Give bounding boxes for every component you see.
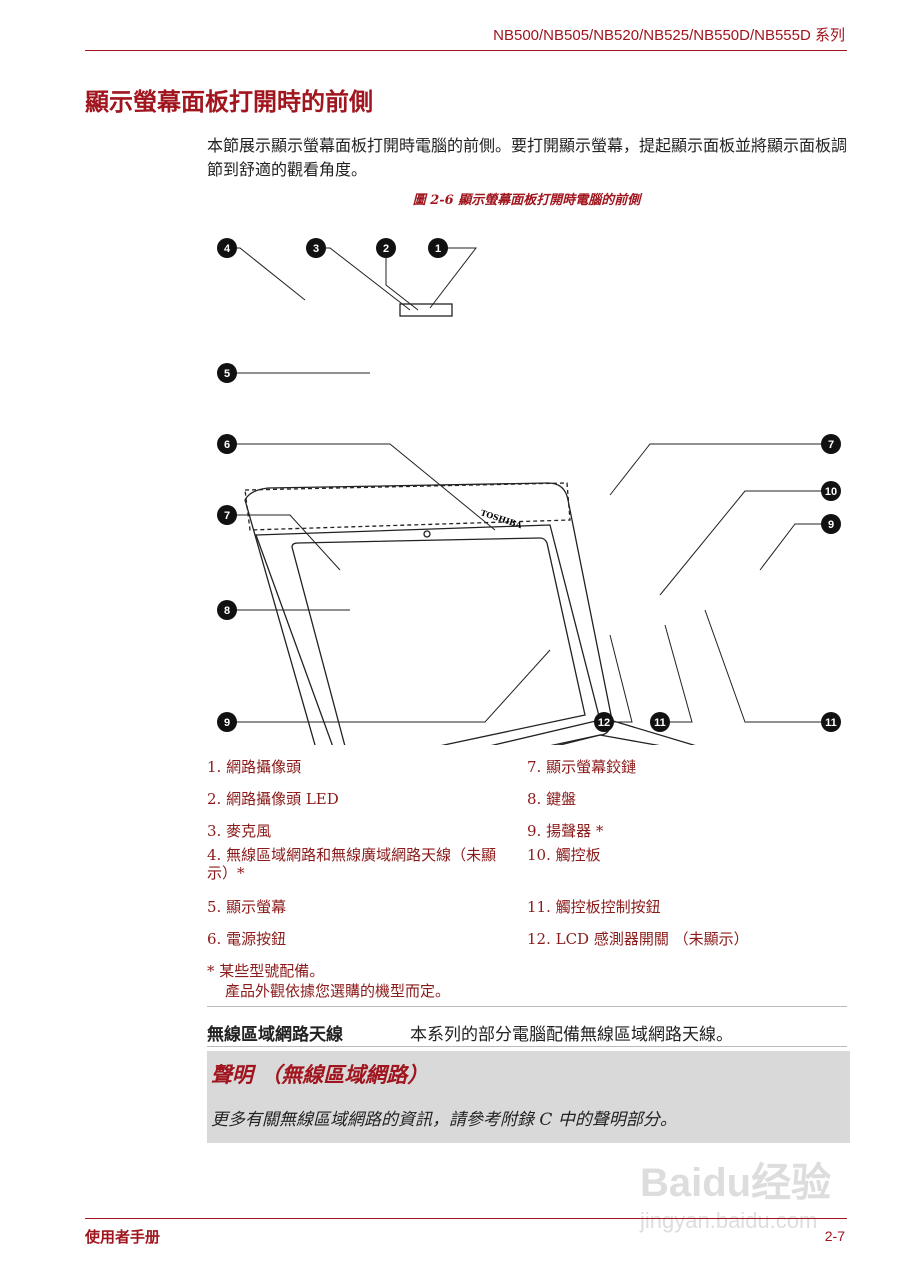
callout-marker — [594, 712, 614, 732]
callout-number: 4 — [224, 243, 231, 255]
leader-line — [704, 609, 831, 723]
legend-left: 1. 網路攝像頭 2. 網路攝像頭 LED 3. 麥克風 4. 無線區域網路和無… — [207, 758, 507, 950]
callout-marker — [217, 238, 237, 258]
divider — [207, 1006, 847, 1007]
callout-number: 9 — [828, 519, 834, 531]
callout-marker — [217, 363, 237, 383]
legend-item: 12. LCD 感測器開關 （未顯示） — [527, 930, 749, 948]
callout-marker — [821, 481, 841, 501]
callout-marker — [217, 600, 237, 620]
callout-number: 3 — [313, 243, 319, 255]
callout-number: 8 — [224, 605, 230, 617]
notice-box: 聲明 （無線區域網路） 更多有關無線區域網路的資訊，請參考附錄 C 中的聲明部分… — [207, 1051, 850, 1143]
callout-marker — [650, 712, 670, 732]
callout-number: 10 — [825, 486, 837, 498]
term-description: 本系列的部分電腦配備無線區域網路天線。 — [410, 1025, 733, 1045]
intro-paragraph: 本節展示顯示螢幕面板打開時電腦的前側。要打開顯示螢幕，提起顯示面板並將顯示面板調… — [207, 136, 848, 179]
legend-item: 4. 無線區域網路和無線廣域網路天線（未顯示）* — [207, 846, 497, 882]
callout-marker — [821, 434, 841, 454]
legend-item: 10. 觸控板 — [527, 846, 601, 864]
notice-title: 聲明 （無線區域網路） — [211, 1063, 429, 1087]
divider — [207, 1046, 847, 1047]
callout-marker — [821, 514, 841, 534]
legend-item: 11. 觸控板控制按鈕 — [527, 898, 661, 916]
header-rule — [85, 50, 847, 51]
callout-number: 2 — [383, 243, 389, 255]
callout-number: 9 — [224, 717, 230, 729]
legend-item: 3. 麥克風 — [207, 822, 272, 840]
notice-text: 更多有關無線區域網路的資訊，請參考附錄 C 中的聲明部分。 — [211, 1110, 677, 1130]
callout-number: 1 — [435, 243, 441, 255]
leader-line — [316, 247, 411, 311]
leader-line — [759, 523, 831, 571]
leader-line — [227, 247, 306, 301]
legend-item: 2. 網路攝像頭 LED — [207, 790, 339, 808]
legend-item: 7. 顯示螢幕鉸鏈 — [527, 758, 637, 776]
leader-line — [660, 624, 693, 723]
leader-line — [659, 490, 831, 596]
callout-number: 6 — [224, 439, 230, 451]
callout-marker — [217, 434, 237, 454]
callout-marker — [428, 238, 448, 258]
note-line: 產品外觀依據您選購的機型而定。 — [225, 982, 451, 1000]
callout-number: 11 — [654, 717, 666, 729]
callout-number: 12 — [598, 717, 610, 729]
legend-item: 8. 鍵盤 — [527, 790, 577, 808]
legend-note: * 某些型號配備。 產品外觀依據您選購的機型而定。 — [207, 961, 450, 1001]
leader-line — [609, 443, 831, 496]
figure-caption: 圖 2-6 顯示螢幕面板打開時電腦的前側 — [412, 193, 641, 208]
leader-line — [385, 248, 419, 311]
term-name: 無線區域網路天線 — [207, 1025, 343, 1045]
page-number: 2-7 — [824, 1228, 845, 1244]
legend-item: 5. 顯示螢幕 — [207, 898, 287, 916]
callout-marker — [376, 238, 396, 258]
callout-number: 5 — [224, 368, 230, 380]
note-line: * 某些型號配備。 — [207, 962, 325, 980]
section-title: 顯示螢幕面板打開時的前側 — [85, 88, 373, 116]
watermark-url: jingyan.baidu.com — [640, 1208, 818, 1233]
watermark-brand: Baidu经验 — [640, 1161, 832, 1205]
callout-number: 7 — [828, 439, 834, 451]
callout-marker — [217, 505, 237, 525]
callouts: 4 3 2 1 5 6 7 7 10 9 8 9 12 11 11 — [217, 238, 841, 732]
footer-rule — [85, 1218, 847, 1219]
legend-right: 7. 顯示螢幕鉸鏈 8. 鍵盤 9. 揚聲器 * 10. 觸控板 11. 觸控板… — [527, 758, 847, 950]
callout-marker — [306, 238, 326, 258]
footer-title: 使用者手册 — [85, 1228, 161, 1246]
callout-number: 11 — [825, 717, 837, 729]
callout-marker — [821, 712, 841, 732]
series-header: NB500/NB505/NB520/NB525/NB550D/NB555D 系列 — [493, 27, 845, 44]
legend-item: 9. 揚聲器 * — [527, 822, 604, 840]
legend-item: 1. 網路攝像頭 — [207, 758, 302, 776]
callout-number: 7 — [224, 510, 230, 522]
legend-item: 6. 電源按鈕 — [207, 930, 287, 948]
callout-marker — [217, 712, 237, 732]
baidu-watermark: Baidu经验 jingyan.baidu.com — [640, 1150, 831, 1234]
